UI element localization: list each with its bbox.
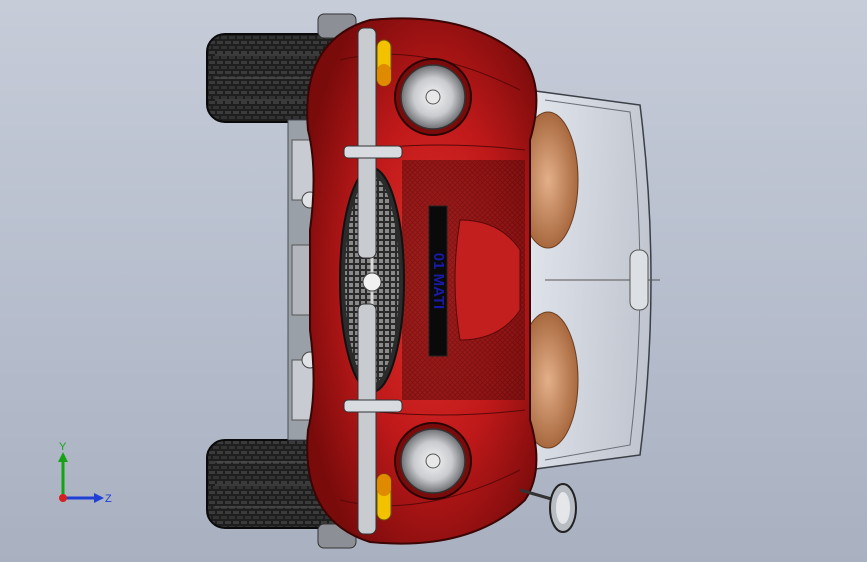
indicator-top xyxy=(376,39,392,87)
bumper-bar-top xyxy=(343,27,403,259)
license-plate-text: 01 MATI xyxy=(430,253,447,309)
y-axis-arrow xyxy=(58,452,68,462)
z-axis-arrow xyxy=(94,493,104,503)
y-axis-label: Y xyxy=(59,441,67,453)
bumper-bar-bottom xyxy=(343,303,403,535)
indicator-bottom xyxy=(376,473,392,521)
origin-dot xyxy=(59,494,67,502)
side-mirror xyxy=(519,483,577,533)
z-axis-label: Z xyxy=(105,493,112,505)
headlight-top xyxy=(394,58,472,136)
license-plate: 01 MATI xyxy=(428,205,448,357)
headlight-bottom xyxy=(394,422,472,500)
orientation-triad: Y Z xyxy=(58,441,112,505)
